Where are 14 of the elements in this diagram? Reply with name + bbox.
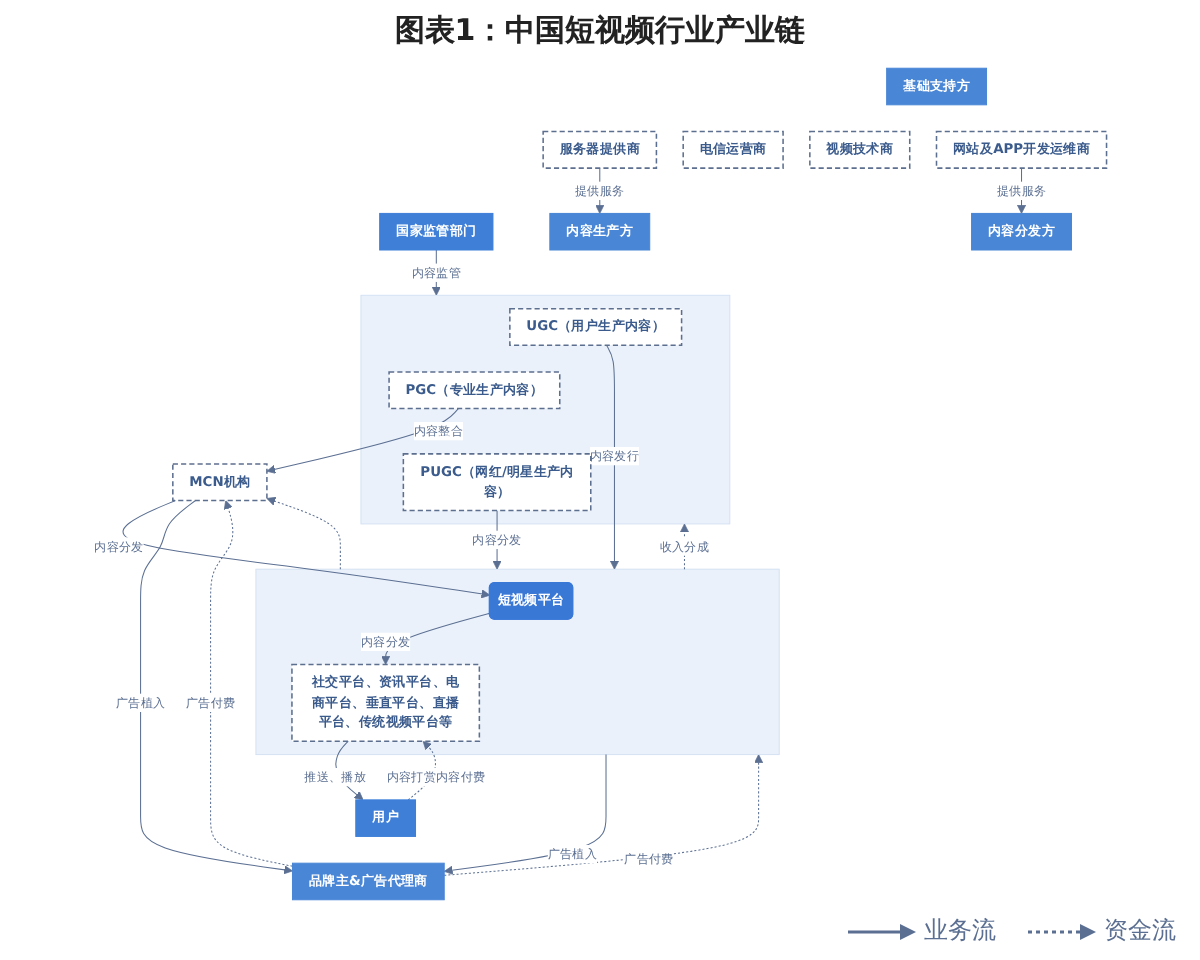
cluster — [360, 294, 730, 525]
legend-label: 业务流 — [924, 914, 996, 948]
diagram-title: 图表1：中国短视频行业产业链 — [394, 12, 806, 50]
arrow — [407, 740, 436, 801]
arrow — [209, 500, 293, 867]
arrow — [679, 523, 689, 570]
legend-label: 资金流 — [1104, 914, 1176, 948]
arrow — [122, 499, 490, 599]
arrow — [139, 499, 293, 875]
arrow — [605, 344, 619, 570]
arrow — [443, 754, 607, 875]
arrow — [266, 496, 341, 570]
cluster — [255, 568, 780, 756]
arrow — [443, 754, 763, 876]
